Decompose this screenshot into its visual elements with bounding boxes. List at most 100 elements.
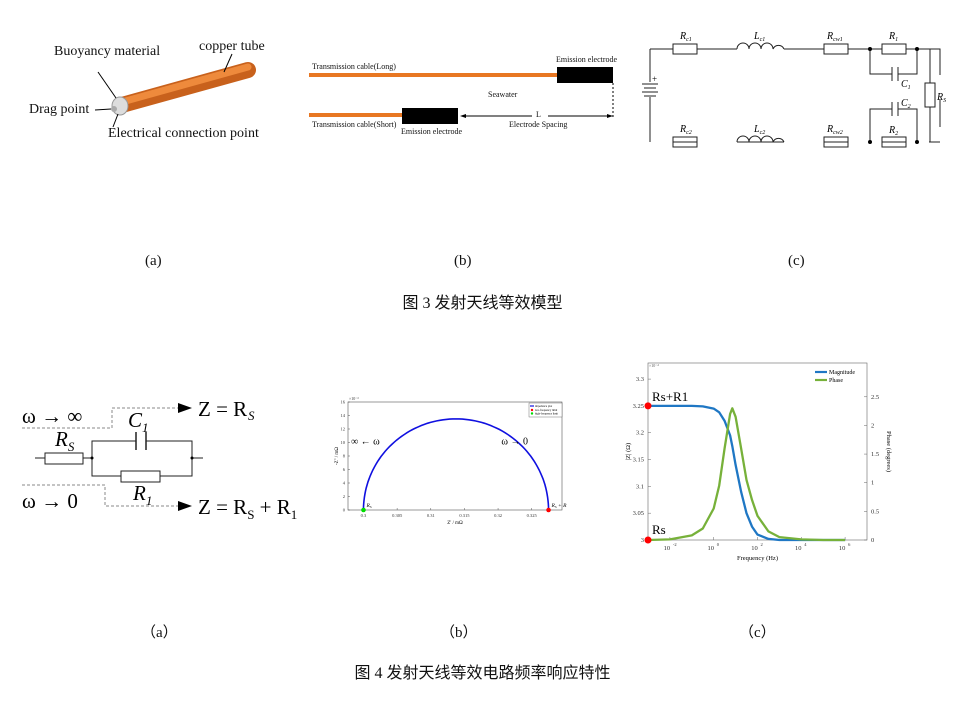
- legend-label: low-frequency limit: [535, 409, 558, 412]
- electrode-layout-diagram: [309, 67, 614, 124]
- y-tick-label: 8: [343, 454, 346, 459]
- svg-text:RS: RS: [936, 92, 946, 104]
- drag-point-label: Drag point: [29, 102, 90, 117]
- y-exponent: ×10⁻⁴: [649, 363, 659, 368]
- svg-text:C1: C1: [901, 79, 911, 91]
- x-tick-label: 0.32: [494, 513, 502, 518]
- rs-point-label: RS: [365, 503, 371, 509]
- x-tick-label: 10: [795, 545, 802, 552]
- legend-label: high-frequency limit: [535, 413, 558, 416]
- svg-text:+: +: [652, 74, 657, 84]
- svg-text:Rcw2: Rcw2: [826, 124, 843, 136]
- fig3-title: 图 3 发射天线等效模型: [402, 295, 563, 312]
- copper-tube-label: copper tube: [199, 39, 265, 54]
- buoyancy-label: Buoyancy material: [54, 44, 161, 59]
- svg-text:Z = R: Z = R: [198, 397, 247, 421]
- y-tick-label: 6: [343, 467, 346, 472]
- svg-text:C1: C1: [128, 408, 149, 435]
- fig4-caption-a: （a）: [141, 625, 178, 641]
- legend-label-magnitude: Magnitude: [829, 370, 855, 376]
- fig4-title: 图 4 发射天线等效电路频率响应特性: [354, 665, 611, 682]
- x-tick-exponent: 4: [804, 542, 807, 547]
- y-tick-label: 2: [343, 494, 345, 499]
- y-left-tick-label: 3.15: [633, 457, 644, 464]
- fig3-caption-a: (a): [145, 253, 162, 269]
- svg-text:Z = RS + R1: Z = RS + R1: [198, 495, 297, 522]
- y-tick-label: 0: [343, 508, 346, 513]
- marker-rs: [644, 536, 652, 544]
- y-tick-label: 16: [341, 400, 346, 405]
- svg-text:ω → 0: ω → 0: [22, 489, 78, 513]
- x-tick-label: 0.31: [427, 513, 435, 518]
- annotation-rs: Rs: [652, 522, 666, 537]
- y-right-tick-label: 1: [871, 480, 874, 487]
- antenna-tube-illustration: [94, 53, 256, 128]
- annotation-omega-inf: ∞ ← ω: [351, 437, 380, 448]
- rs-r1-point-label: RS + R: [551, 503, 568, 509]
- electrical-connection-label: Electrical connection point: [108, 126, 259, 141]
- legend-label-phase: Phase: [829, 378, 843, 384]
- equivalent-circuit-diagram: Rc1 Lc1 Rcw1 R1 C1 RS C2 R2 Rc2 Lc2 Rcw2…: [642, 31, 946, 148]
- short-cable-label: Transmission cable(Short): [312, 120, 397, 129]
- legend-marker: [530, 412, 534, 415]
- limit-point-low-frequency-limit: [546, 507, 551, 513]
- spacing-label: Electrode Spacing: [509, 120, 568, 129]
- x-tick-label: 10: [751, 545, 758, 552]
- y-tick-label: 10: [341, 440, 346, 445]
- y-left-tick-label: 3.05: [633, 510, 644, 517]
- marker-rs-r1: [644, 402, 652, 410]
- x-tick-label: 0.315: [459, 513, 470, 518]
- fig3-caption-c: (c): [788, 253, 805, 269]
- y-tick-label: 12: [341, 427, 346, 432]
- x-tick-label: 0.305: [392, 513, 403, 518]
- annotation-rs-r1: Rs+R1: [652, 389, 688, 404]
- long-cable-label: Transmission cable(Long): [312, 62, 396, 71]
- svg-text:R2: R2: [888, 125, 898, 137]
- y-tick-label: 4: [343, 481, 346, 486]
- emission-electrode-bottom: [402, 108, 458, 124]
- svg-text:RS: RS: [54, 427, 75, 454]
- svg-text:C2: C2: [901, 98, 911, 110]
- long-cable: [309, 73, 557, 77]
- svg-text:Lc1: Lc1: [753, 31, 765, 43]
- legend-label: impedance plot: [535, 405, 552, 408]
- y-left-tick-label: 3.2: [636, 430, 644, 437]
- seawater-label: Seawater: [488, 90, 518, 99]
- short-cable: [309, 113, 402, 117]
- emission-electrode-top: [557, 67, 613, 83]
- impedance-curve: [362, 418, 550, 510]
- fig3-caption-b: (b): [454, 253, 472, 269]
- y-left-tick-label: 3.1: [636, 483, 644, 490]
- svg-text:Rcw1: Rcw1: [826, 31, 843, 43]
- x-tick-exponent: 2: [761, 542, 763, 547]
- svg-text:R1: R1: [132, 481, 152, 508]
- x-tick-label: 0.325: [527, 513, 538, 518]
- y-exponent: ×10⁻³: [349, 396, 359, 401]
- svg-text:ω → ∞: ω → ∞: [22, 404, 82, 428]
- y-right-tick-label: 0: [871, 537, 874, 544]
- x-tick-label: 10: [707, 545, 714, 552]
- x-tick-exponent: 0: [717, 542, 720, 547]
- annotation-omega-zero: ω → 0: [501, 437, 528, 448]
- x-tick-label: 10: [839, 545, 846, 552]
- rc-circuit-diagram: ω → ∞ ω → 0 Z = R RS C1 R1 Z = RS + R1 S: [22, 397, 297, 522]
- legend-box: [528, 402, 563, 418]
- y-axis-label: -Z'' / mΩ: [335, 447, 340, 465]
- legend-marker: [530, 408, 534, 412]
- x-tick-exponent: -2: [673, 542, 677, 547]
- svg-text:R1: R1: [888, 31, 898, 43]
- spacing-symbol: L: [536, 110, 541, 119]
- y-right-tick-label: 0.5: [871, 508, 879, 515]
- x-tick-label: 10: [664, 545, 671, 552]
- x-axis-label: Z' / mΩ: [447, 521, 463, 526]
- svg-text:Rc2: Rc2: [679, 124, 692, 136]
- x-axis-label: Frequency (Hz): [737, 555, 778, 562]
- electrode-bottom-label: Emission electrode: [401, 127, 463, 136]
- y-left-axis-label: |Z| (Ω): [625, 443, 632, 460]
- electrode-top-label: Emission electrode: [556, 55, 618, 64]
- y-right-tick-label: 1.5: [871, 451, 879, 458]
- svg-text:Lc2: Lc2: [753, 124, 765, 136]
- series-phase: [647, 407, 846, 542]
- y-right-tick-label: 2: [871, 422, 874, 429]
